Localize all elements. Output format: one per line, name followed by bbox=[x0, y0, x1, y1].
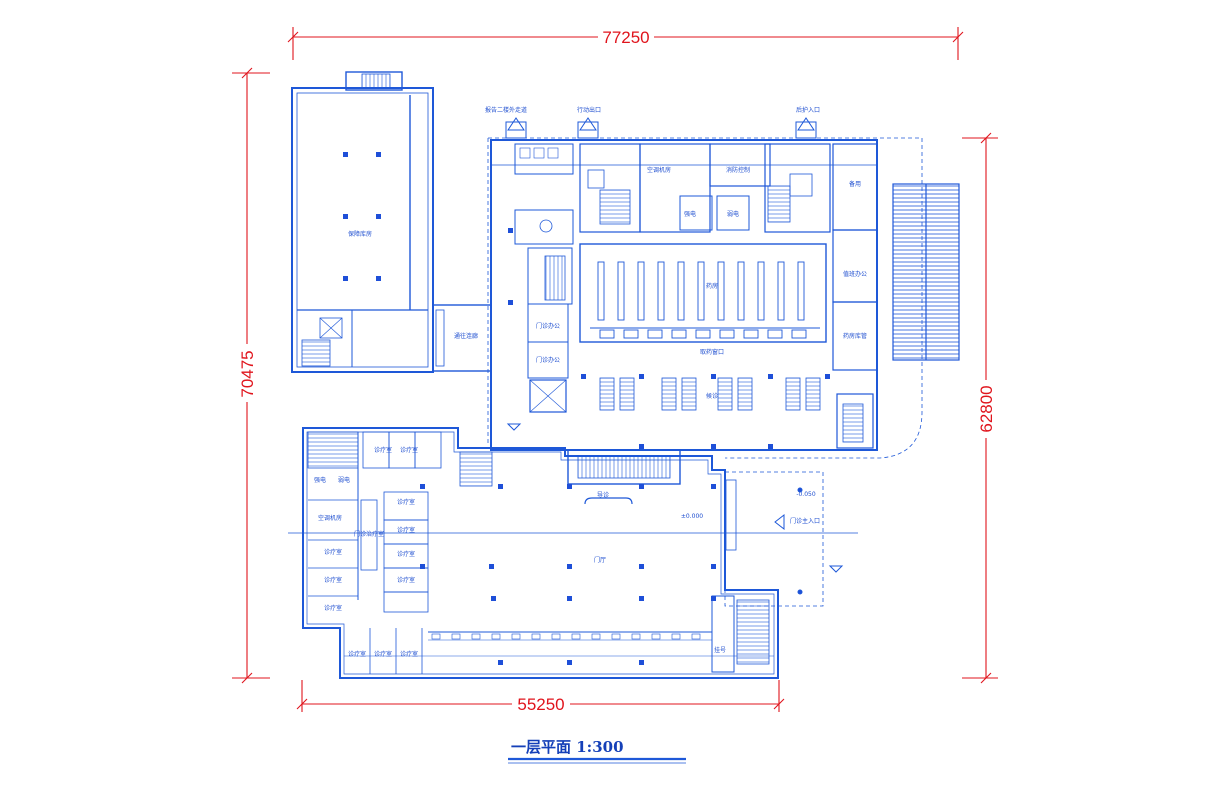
dim-label-bg-top bbox=[598, 28, 654, 46]
label-elevation-a: ±0.000 bbox=[681, 513, 703, 520]
room-pharmacy-window: 取药窗口 bbox=[700, 348, 724, 356]
room-mech: 消防控制 bbox=[726, 166, 750, 174]
east-ramp bbox=[892, 183, 960, 361]
pharmacy-shelves bbox=[597, 261, 807, 339]
dimension-bottom-width: 55250 bbox=[517, 695, 564, 714]
north-entrances bbox=[505, 117, 817, 139]
label-rear-entrance: 后护入口 bbox=[796, 106, 820, 114]
room-ac-south: 空调机房 bbox=[318, 514, 342, 522]
room-clinic-1: 诊疗室 bbox=[324, 548, 342, 556]
label-elevation-b: -0.050 bbox=[796, 491, 816, 498]
room-clinic-3: 诊疗室 bbox=[324, 604, 342, 612]
warehouse-block bbox=[291, 71, 492, 373]
room-duty: 值班办公 bbox=[843, 270, 867, 278]
label-nurse-entrance: 报告二楼外走道 bbox=[485, 106, 527, 114]
dim-label-bg-left bbox=[238, 344, 256, 402]
room-consult: 导诊 bbox=[597, 491, 609, 499]
room-clinic-7: 诊疗室 bbox=[397, 576, 415, 584]
room-clinic-9: 诊疗室 bbox=[400, 446, 418, 454]
dim-label-bg-bottom bbox=[512, 695, 570, 713]
room-power: 强电 bbox=[684, 210, 696, 218]
entrance-marker bbox=[506, 423, 844, 595]
dimension-left-height: 70475 bbox=[238, 350, 257, 397]
room-corridor: 通往连廊 bbox=[454, 332, 478, 340]
room-clinic-10: 诊疗室 bbox=[348, 650, 366, 658]
room-pharmacy: 药房 bbox=[706, 282, 718, 290]
room-hall: 门厅 bbox=[594, 556, 606, 564]
room-clinic-11: 诊疗室 bbox=[374, 650, 392, 658]
room-stairs-label: 门诊治疗室 bbox=[354, 530, 384, 538]
dimension-right-height: 62800 bbox=[977, 385, 996, 432]
room-clinic-8: 诊疗室 bbox=[374, 446, 392, 454]
dimension-lines bbox=[232, 27, 998, 712]
room-clinic-12: 诊疗室 bbox=[400, 650, 418, 658]
room-weak-south: 弱电 bbox=[338, 476, 350, 484]
room-clinic-6: 诊疗室 bbox=[397, 550, 415, 558]
room-clinic-5: 诊疗室 bbox=[397, 526, 415, 534]
dim-label-bg-right bbox=[977, 380, 995, 438]
room-pharmacy-office: 药房库管 bbox=[843, 332, 867, 340]
room-warehouse: 保障库房 bbox=[348, 230, 372, 238]
waiting-seats bbox=[459, 377, 821, 487]
south-block bbox=[288, 427, 858, 679]
room-ac: 空调机房 bbox=[647, 166, 671, 174]
room-waiting: 候诊 bbox=[706, 392, 718, 400]
room-reserve: 备用 bbox=[849, 180, 861, 188]
bottom-corridor-seats bbox=[431, 633, 701, 640]
label-main-entrance: 门诊主入口 bbox=[790, 517, 820, 525]
room-clinic-2: 诊疗室 bbox=[324, 576, 342, 584]
room-registration: 挂号 bbox=[714, 646, 726, 654]
room-office-a: 门诊办公 bbox=[536, 322, 560, 330]
room-office-b: 门诊办公 bbox=[536, 356, 560, 364]
room-weak: 弱电 bbox=[727, 210, 739, 218]
structural-columns bbox=[343, 152, 830, 665]
drawing-title: 一层平面 1:300 bbox=[511, 738, 624, 756]
room-power-south: 强电 bbox=[314, 476, 326, 484]
dimension-top-width: 77250 bbox=[602, 28, 649, 47]
room-clinic-4: 诊疗室 bbox=[397, 498, 415, 506]
label-ambulance-entrance: 行动出口 bbox=[577, 106, 601, 114]
main-block bbox=[487, 137, 923, 459]
